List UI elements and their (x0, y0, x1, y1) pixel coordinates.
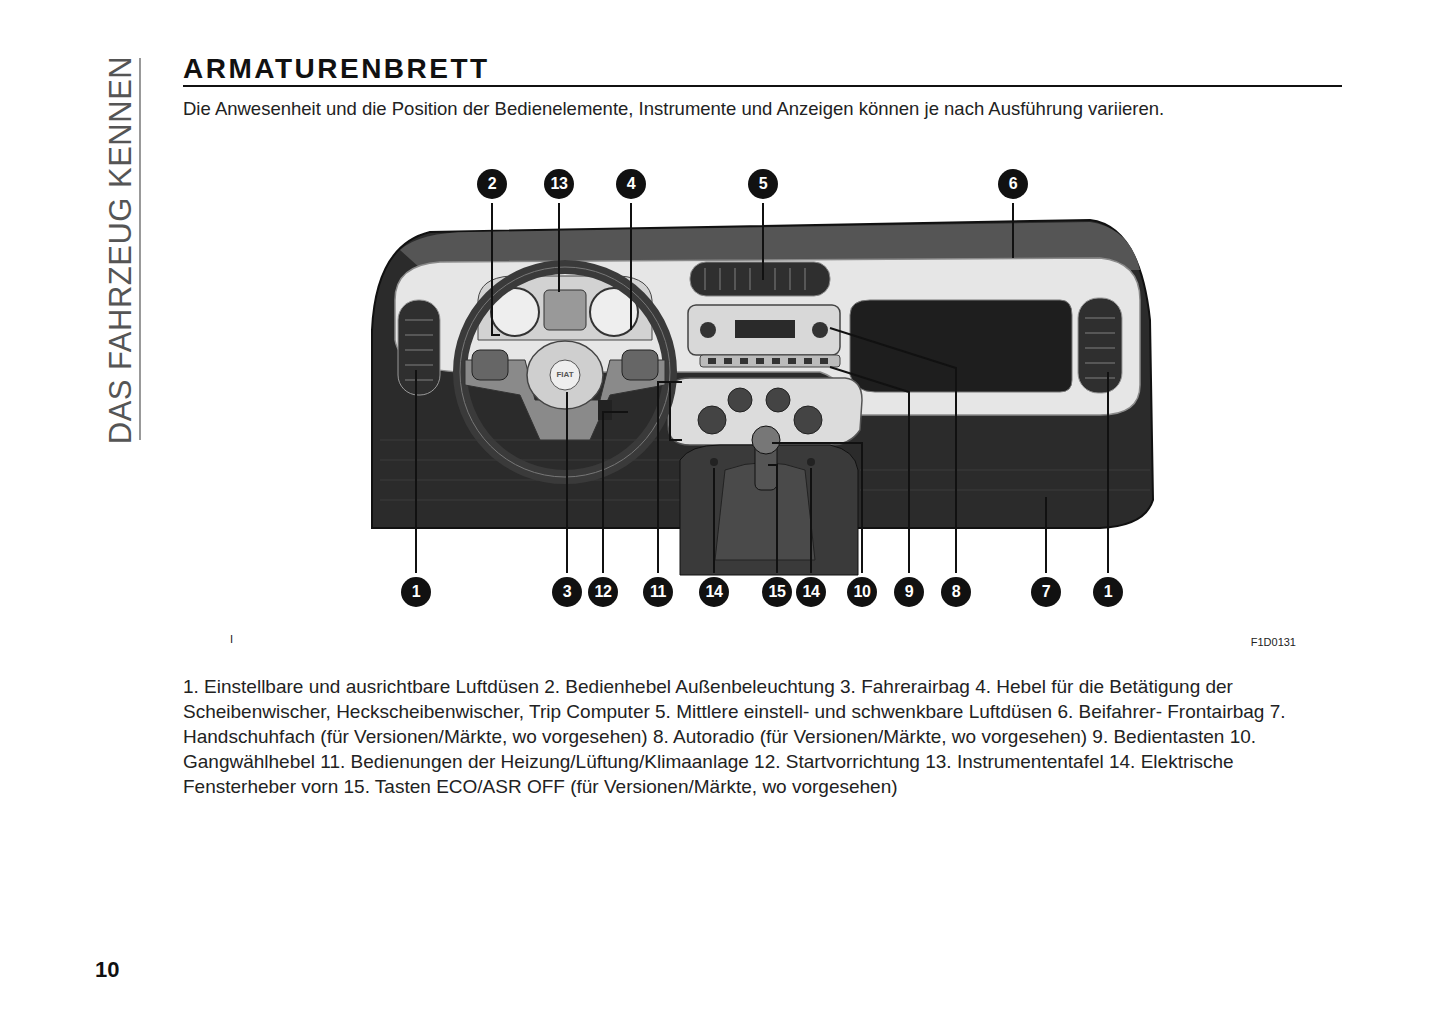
callout-number: 14 (796, 577, 826, 607)
callout-number: 5 (748, 169, 778, 199)
figure-mark: I (230, 633, 233, 645)
callout-number: 1 (401, 577, 431, 607)
callout-number: 1 (1093, 577, 1123, 607)
callout-number: 12 (588, 577, 618, 607)
chapter-heading: DAS FAHRZEUG KENNEN (103, 50, 139, 450)
callout-number: 4 (616, 169, 646, 199)
callout-number: 11 (643, 577, 673, 607)
callout-number: 7 (1031, 577, 1061, 607)
brand-logo: FIAT (550, 370, 580, 380)
callout-number: 15 (762, 577, 792, 607)
leader-lines (416, 203, 1108, 573)
callout-number: 2 (477, 169, 507, 199)
figure-code: F1D0131 (1251, 636, 1296, 648)
callout-number: 10 (847, 577, 877, 607)
side-rule (139, 58, 141, 440)
callout-number: 6 (998, 169, 1028, 199)
page-title: ARMATURENBRETT (183, 53, 490, 85)
title-rule (183, 85, 1342, 87)
callout-number: 13 (544, 169, 574, 199)
callout-number: 3 (552, 577, 582, 607)
callout-number: 9 (894, 577, 924, 607)
callout-number: 8 (941, 577, 971, 607)
legend-paragraph: 1. Einstellbare und ausrichtbare Luftdüs… (183, 674, 1348, 799)
page-number: 10 (95, 957, 119, 983)
callout-number: 14 (699, 577, 729, 607)
intro-note: Die Anwesenheit und die Position der Bed… (183, 97, 1363, 121)
